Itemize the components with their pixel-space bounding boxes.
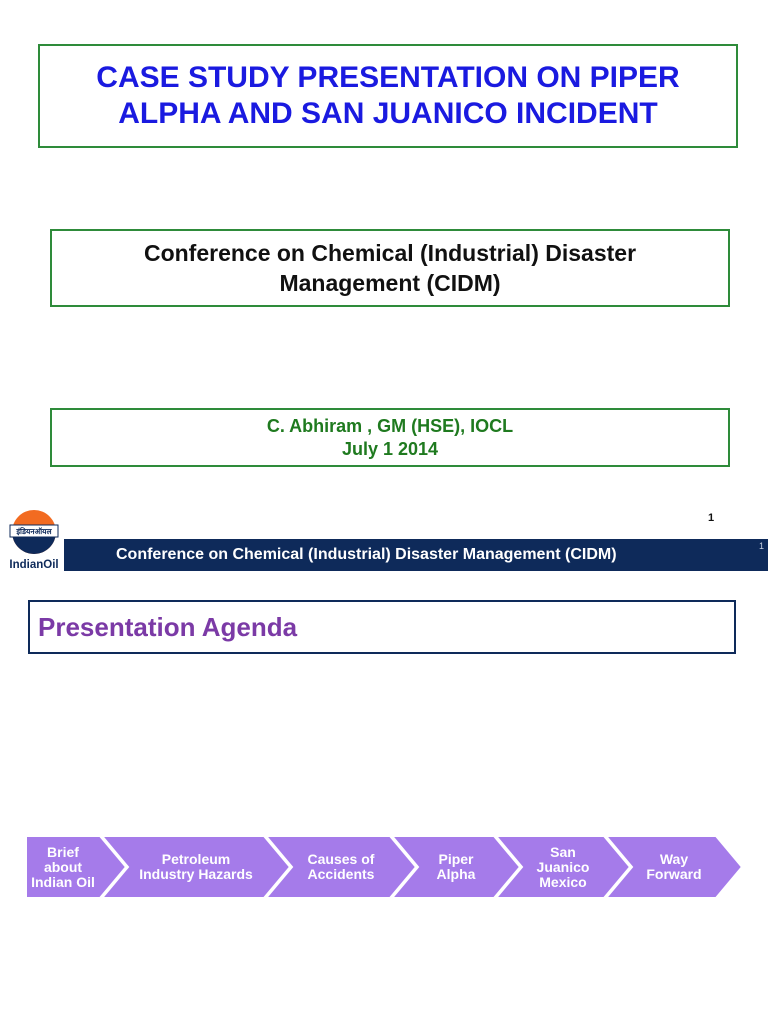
footer-text: Conference on Chemical (Industrial) Disa… — [116, 546, 617, 563]
title-box: CASE STUDY PRESENTATION ON PIPER ALPHA A… — [38, 44, 738, 148]
agenda-step-line: Juanico — [536, 858, 590, 875]
title-line-1: CASE STUDY PRESENTATION ON PIPER — [96, 61, 680, 94]
page-number: 1 — [708, 512, 715, 524]
subtitle-line-1: Conference on Chemical (Industrial) Disa… — [143, 240, 637, 266]
agenda-step-chevron — [100, 836, 292, 898]
title-line-2: ALPHA AND SAN JUANICO INCIDENT — [118, 97, 658, 130]
agenda-step-line: Industry Hazards — [139, 866, 253, 882]
presentation-date: July 1 2014 — [341, 438, 439, 459]
agenda-step-line: San — [550, 843, 576, 860]
agenda-title: Presentation Agenda — [38, 611, 298, 642]
agenda-step-line: Forward — [646, 866, 702, 882]
agenda-title-box: Presentation Agenda — [28, 600, 736, 654]
agenda-step-line: Piper — [438, 851, 474, 867]
agenda-step-line: Indian Oil — [31, 873, 95, 890]
agenda-step-line: Accidents — [307, 866, 375, 882]
agenda-step-line: about — [43, 858, 83, 875]
agenda-step-line: Way — [659, 851, 689, 867]
footer-slide-number: 1 — [758, 541, 764, 551]
agenda-step-line: Alpha — [436, 866, 476, 882]
logo-text: IndianOil — [9, 559, 58, 571]
agenda-step-chevron — [390, 836, 522, 898]
agenda-step-line: Brief — [47, 843, 79, 860]
agenda-step-chevron — [604, 836, 742, 898]
indianoil-logo-icon: इंडियनऑयल IndianOil — [9, 510, 59, 571]
author-box: C. Abhiram , GM (HSE), IOCL July 1 2014 — [50, 408, 730, 467]
author-name: C. Abhiram , GM (HSE), IOCL — [266, 415, 514, 436]
agenda-step-chevron — [264, 836, 418, 898]
agenda-step-chevron — [494, 836, 632, 898]
subtitle-line-2: Management (CIDM) — [279, 270, 501, 296]
agenda-step-line: Causes of — [307, 851, 375, 867]
subtitle-box: Conference on Chemical (Industrial) Disa… — [50, 229, 730, 307]
logo-hindi-text: इंडियनऑयल — [15, 527, 52, 536]
agenda-chevrons — [26, 836, 742, 898]
agenda-step-chevron — [26, 836, 128, 898]
footer-band: Conference on Chemical (Industrial) Disa… — [64, 539, 768, 571]
agenda-step-line: Mexico — [539, 873, 587, 890]
agenda-step-line: Petroleum — [161, 851, 231, 867]
